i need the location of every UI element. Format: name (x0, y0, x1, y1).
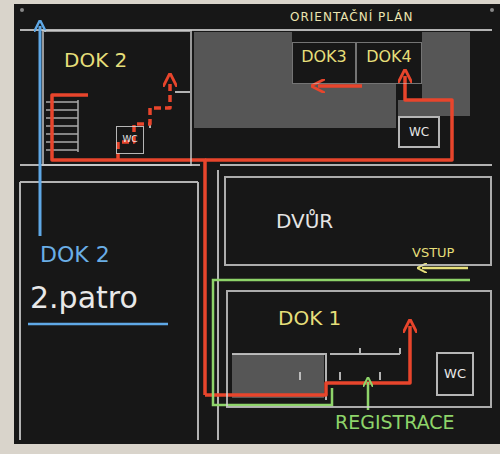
toilet-room: WC (436, 352, 474, 396)
shaded-block (232, 354, 324, 398)
entry-arrow (422, 267, 468, 270)
route-line (205, 326, 410, 395)
plan-title: ORIENTAČNÍ PLÁN (290, 11, 413, 24)
shaded-block (292, 84, 396, 128)
building-area: DOK 2 WC (42, 30, 192, 166)
door-line (232, 348, 400, 400)
route-line (205, 76, 452, 160)
room-name: DOK 2 (64, 50, 127, 71)
shaded-block (398, 100, 448, 116)
building-area: DOK 1 WC (226, 290, 492, 408)
underline (28, 323, 168, 326)
room-name: WC (122, 135, 137, 144)
toilet-room: WC (116, 126, 144, 154)
room-name: WC (409, 126, 429, 139)
wall-line (19, 182, 21, 440)
room-name: DVŮR (276, 211, 333, 232)
room-name: DOK4 (366, 49, 412, 66)
wall-line (20, 181, 198, 183)
dock-room: DOK4 (356, 42, 422, 84)
room-name: DOK3 (301, 49, 347, 66)
registration-label: REGISTRACE (335, 413, 455, 433)
entrance-route (213, 280, 470, 405)
floor-label: DOK 2 (40, 243, 110, 266)
dock-room: DOK3 (292, 42, 356, 84)
route-line (318, 84, 362, 88)
room-name: WC (444, 367, 466, 381)
floor-label: 2.patro (30, 282, 138, 314)
wall-line (198, 170, 218, 440)
shaded-block (194, 32, 292, 128)
chalkboard (14, 4, 500, 444)
door-line (300, 372, 380, 380)
room-name: DOK 1 (278, 308, 341, 329)
toilet-room: WC (398, 116, 440, 148)
route-line (118, 80, 170, 160)
screw (490, 8, 494, 12)
entrance-arrow (367, 382, 370, 410)
screw (20, 8, 24, 12)
entrance-label: VSTUP (412, 246, 454, 260)
